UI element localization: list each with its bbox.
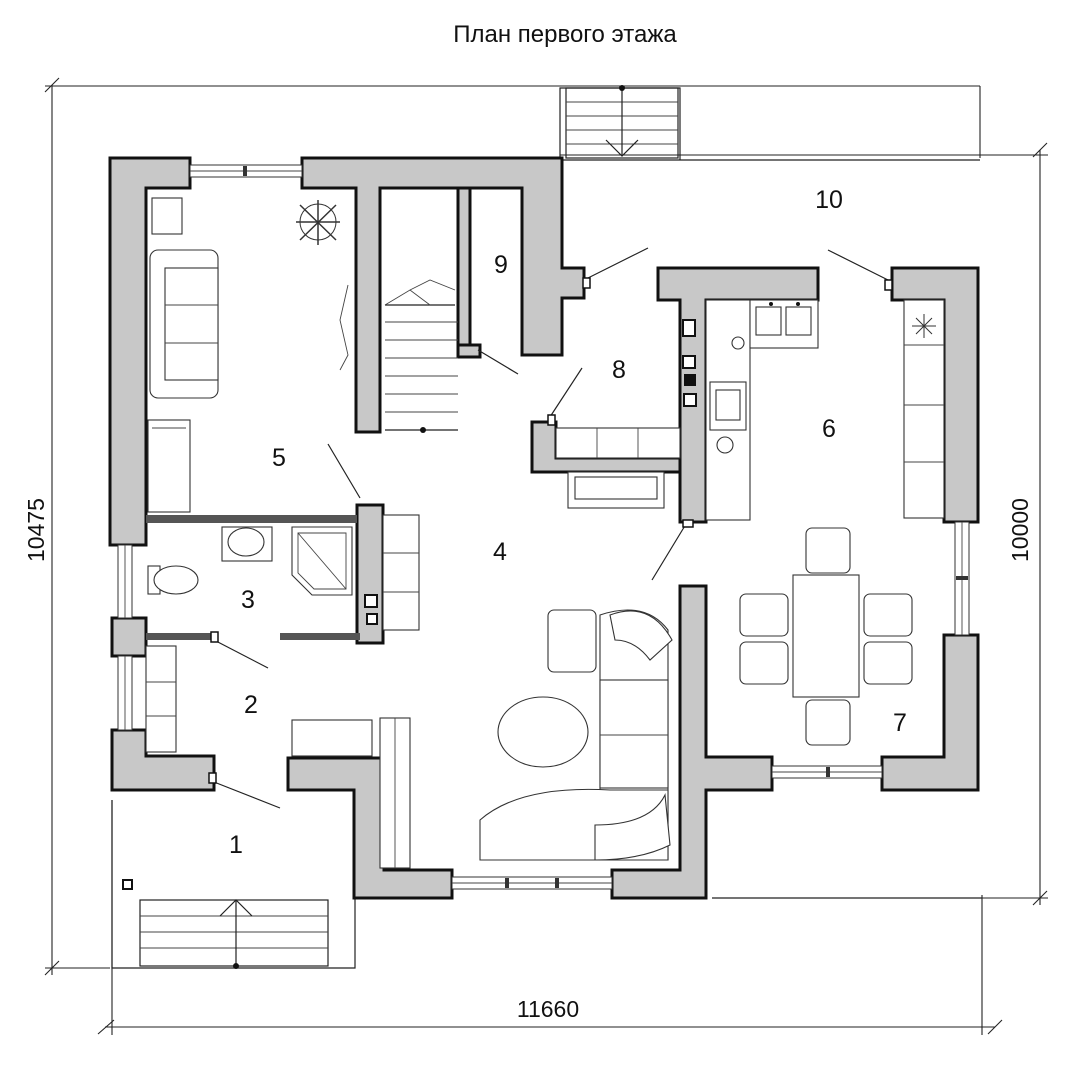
room-label-4: 4 — [493, 538, 507, 566]
room-label-6: 6 — [822, 415, 836, 443]
dimension-lines — [44, 77, 1048, 1035]
plan-title: План первого этажа — [453, 21, 677, 48]
room5-furniture — [147, 197, 349, 513]
room-label-3: 3 — [241, 586, 255, 614]
width-dimension: 11660 — [517, 996, 579, 1022]
hallway-furniture — [145, 514, 420, 869]
staircase — [384, 279, 458, 433]
room-label-8: 8 — [612, 356, 626, 384]
room8-furniture — [555, 319, 697, 509]
height-dimension-left: 10475 — [23, 498, 49, 562]
room-label-10: 10 — [815, 186, 843, 214]
dining-furniture — [739, 527, 913, 746]
doors — [208, 247, 893, 809]
room-label-9: 9 — [494, 251, 508, 279]
kitchen-furniture — [705, 299, 945, 521]
room-label-7: 7 — [893, 709, 907, 737]
bathroom-fixtures — [147, 526, 378, 625]
room-labels: 1 2 3 4 5 6 7 8 9 10 — [229, 186, 907, 859]
windows — [117, 164, 970, 890]
height-dimension-right: 10000 — [1007, 498, 1033, 562]
room-label-1: 1 — [229, 831, 243, 859]
living-room-furniture — [479, 609, 673, 861]
porch-steps-top — [565, 85, 679, 159]
room-label-5: 5 — [272, 444, 286, 472]
porch-steps-bottom — [122, 879, 329, 969]
room-label-2: 2 — [244, 691, 258, 719]
